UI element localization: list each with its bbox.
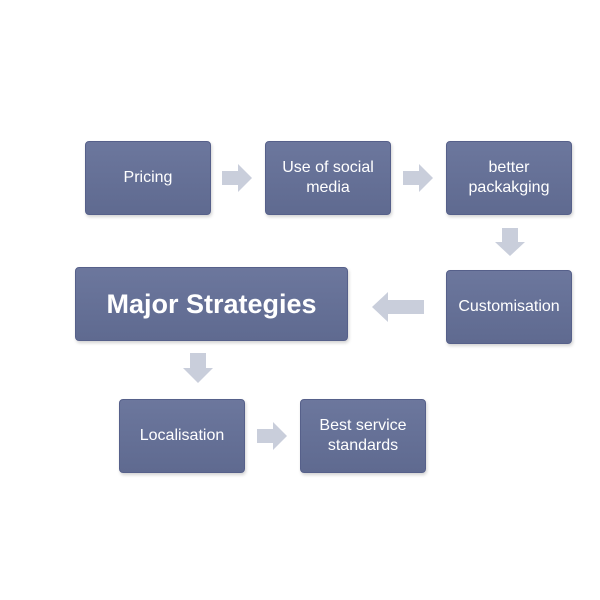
social-media-box: Use of social media	[265, 141, 391, 215]
service-standards-label: Best service standards	[319, 417, 407, 454]
major-strategies-box: Major Strategies	[75, 267, 348, 341]
arrow-left-1	[372, 292, 424, 322]
packaging-box: better packakging	[446, 141, 572, 215]
pricing-label: Pricing	[123, 169, 173, 186]
pricing-box: Pricing	[85, 141, 211, 215]
arrow-right-3	[257, 422, 287, 450]
arrow-right-1	[222, 164, 252, 192]
arrow-down-2	[183, 353, 213, 383]
service-standards-box: Best service standards	[300, 399, 426, 473]
major-strategies-label: Major Strategies	[106, 289, 317, 319]
localisation-box: Localisation	[119, 399, 245, 473]
customisation-box: Customisation	[446, 270, 572, 344]
arrow-down-1	[495, 228, 525, 256]
customisation-label: Customisation	[458, 298, 560, 315]
packaging-label: better packakging	[468, 159, 550, 196]
social-media-label: Use of social media	[282, 159, 374, 196]
localisation-label: Localisation	[139, 427, 225, 444]
arrow-right-2	[403, 164, 433, 192]
